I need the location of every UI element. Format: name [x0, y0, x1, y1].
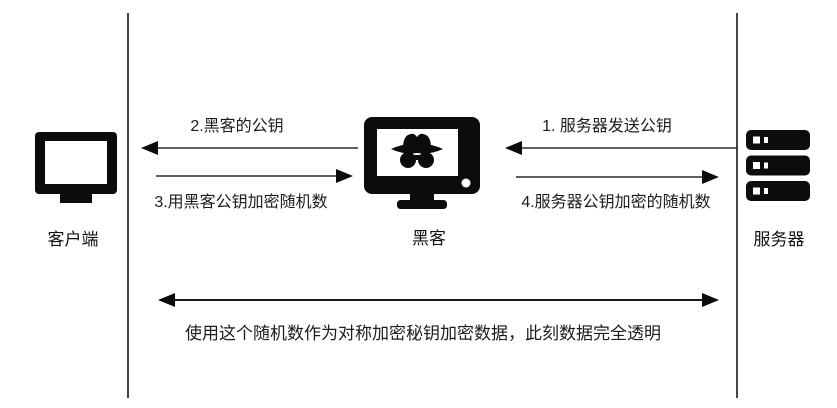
message-label-2: 2.黑客的公钥 [190, 118, 284, 135]
client-label: 客户端 [47, 230, 99, 249]
client-monitor-icon [35, 132, 117, 203]
power-light [461, 178, 471, 188]
server-unit [746, 181, 810, 201]
hacker-label: 黑客 [412, 229, 446, 248]
message-label-5: 使用这个随机数作为对称加密秘钥加密数据，此刻数据完全透明 [185, 324, 661, 343]
server-label: 服务器 [753, 230, 805, 249]
monitor-neck [410, 194, 434, 201]
message-label-4: 4.服务器公钥加密的随机数 [521, 194, 711, 211]
message-label-1: 1. 服务器发送公钥 [542, 118, 672, 135]
monitor-stand [397, 200, 447, 209]
monitor-screen [45, 141, 107, 184]
server-rack-icon [746, 130, 810, 201]
message-label-3: 3.用黑客公钥加密随机数 [154, 194, 328, 211]
client-boundary-line [127, 13, 129, 398]
server-unit [746, 130, 810, 150]
server-boundary-line [736, 13, 738, 398]
spy-face-icon [391, 133, 443, 168]
server-unit [746, 155, 810, 176]
hacker-monitor-icon [364, 117, 480, 209]
monitor-stand [60, 194, 92, 203]
